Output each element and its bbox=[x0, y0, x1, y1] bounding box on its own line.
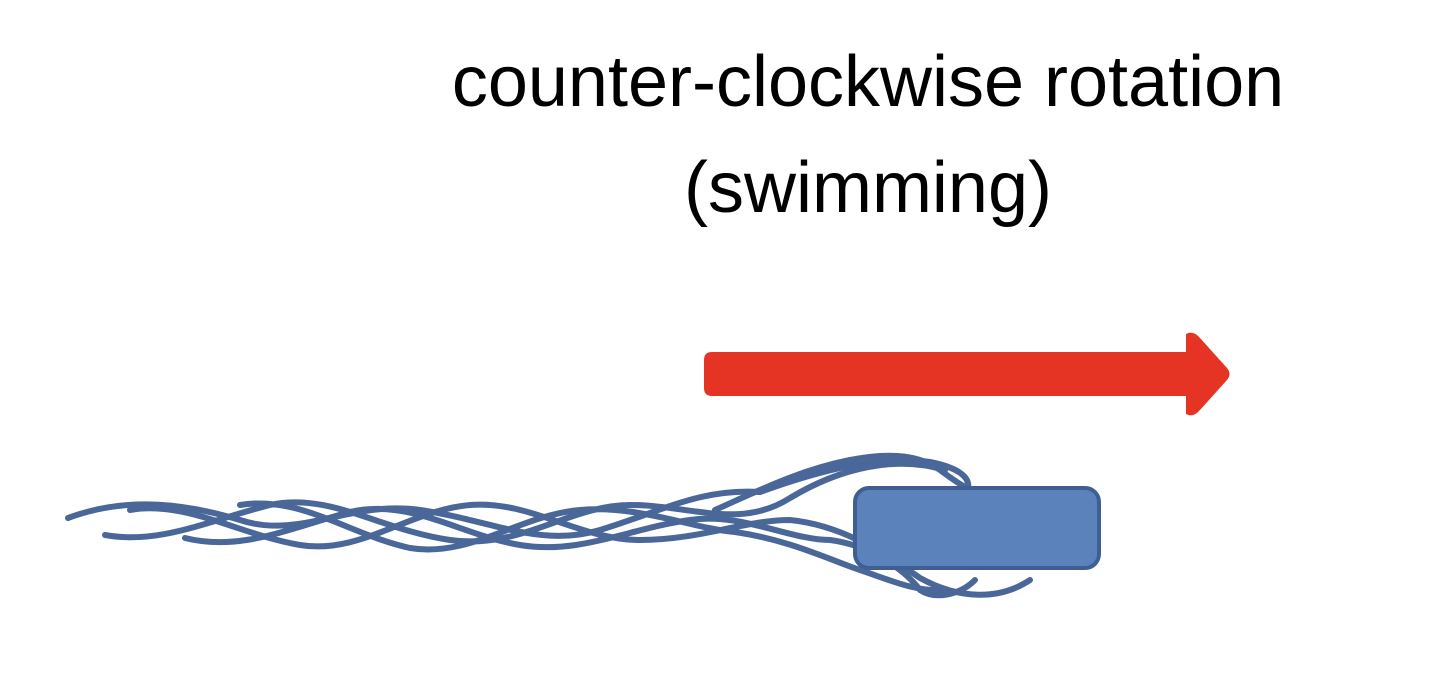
flagellum-strand bbox=[127, 501, 1033, 598]
flagella-bundle bbox=[65, 452, 1033, 599]
flagellum-strand bbox=[712, 452, 988, 513]
flagellum-strand bbox=[237, 500, 948, 594]
right-arrow-icon bbox=[704, 332, 1230, 416]
bacterium-cell-icon bbox=[853, 486, 1101, 570]
flagellum-strand bbox=[102, 460, 948, 545]
flagellum-strand bbox=[182, 505, 978, 599]
caption-rotation-direction: counter-clockwise rotation bbox=[451, 42, 1285, 122]
caption-motion-mode: (swimming) bbox=[684, 148, 1052, 228]
flagellum-strand bbox=[65, 457, 972, 539]
